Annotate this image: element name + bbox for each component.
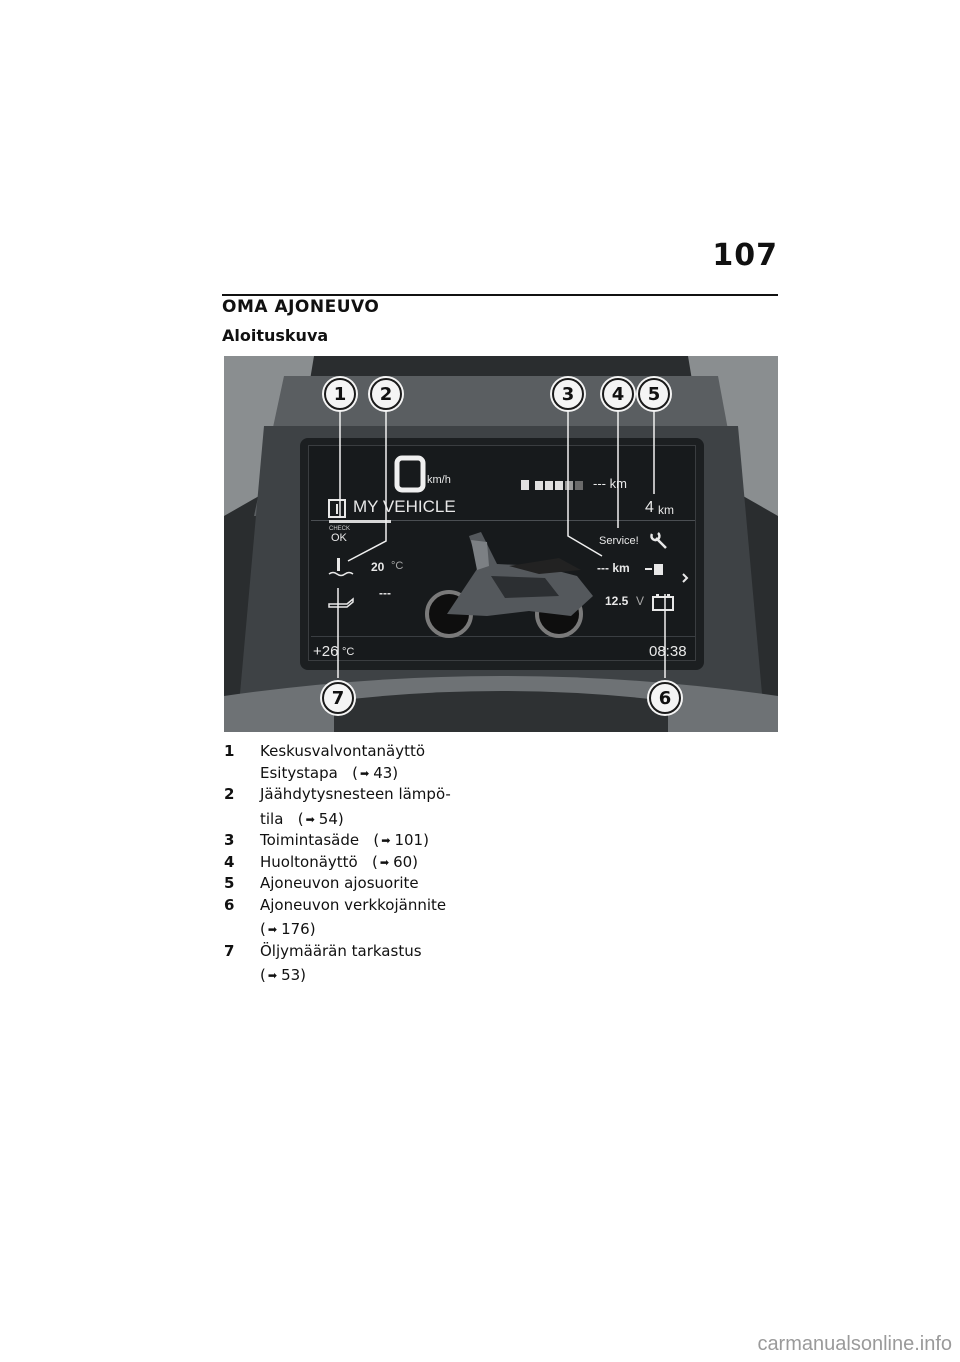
page-reference-arrow-icon: ➡ xyxy=(267,969,278,982)
callout-1: 1 xyxy=(324,378,356,410)
instrument-screen: km/h --- km MY VEHICLE CHECK OK 4 km Ser… xyxy=(308,445,696,661)
voltage-value: 12.5 xyxy=(605,594,629,608)
legend-number: 3 xyxy=(224,831,235,849)
legend-item: 6 Ajoneuvon verkkojännite (➡176) xyxy=(224,895,524,941)
service-label: Service! xyxy=(599,535,639,547)
legend-number: 1 xyxy=(224,742,235,760)
page-reference-arrow-icon: ➡ xyxy=(359,766,370,780)
legend-item: 7 Öljymäärän tarkastus (➡53) xyxy=(224,941,524,987)
page-number: 107 xyxy=(712,238,778,273)
ambient-unit: °C xyxy=(342,646,355,658)
fuel-range: --- km xyxy=(593,476,627,491)
section-title: OMA AJONEUVO xyxy=(222,297,380,317)
legend-label: Keskusvalvontanäyttö xyxy=(260,742,426,760)
legend-label: Toimintasäde xyxy=(260,831,360,849)
legend-number: 6 xyxy=(224,895,235,914)
coolant-unit: °C xyxy=(391,560,404,572)
legend-label: Öljymäärän tarkastus xyxy=(260,941,422,960)
legend-number: 4 xyxy=(224,852,235,871)
callout-5: 5 xyxy=(638,378,670,410)
legend-label: tila xyxy=(260,809,284,828)
subsection-title: Aloituskuva xyxy=(222,326,329,345)
figure-legend: 1 Keskusvalvontanäyttö Esitystapa (➡43) … xyxy=(224,741,524,987)
legend-label: Esitystapa xyxy=(260,763,338,782)
page-reference[interactable]: 60) xyxy=(393,852,419,871)
page-reference-arrow-icon: ➡ xyxy=(305,812,315,826)
callout-3: 3 xyxy=(552,378,584,410)
page-reference-arrow-icon: ➡ xyxy=(379,855,390,869)
legend-item: 1 Keskusvalvontanäyttö Esitystapa (➡43) xyxy=(224,741,524,784)
legend-item: 3 Toimintasäde (➡101) xyxy=(224,830,524,852)
legend-label: Huoltonäyttö xyxy=(260,852,358,871)
callout-6: 6 xyxy=(649,682,681,714)
section-divider xyxy=(222,294,778,296)
legend-number: 2 xyxy=(224,785,235,803)
page-reference[interactable]: 53) xyxy=(281,966,307,984)
page-reference[interactable]: 54) xyxy=(318,809,344,828)
callout-4: 4 xyxy=(602,378,634,410)
range-value: --- km xyxy=(597,561,630,575)
page-reference-arrow-icon: ➡ xyxy=(267,923,278,936)
oil-value: --- xyxy=(379,586,391,600)
screen-graphics xyxy=(311,455,695,638)
page-reference[interactable]: 176) xyxy=(281,920,316,938)
voltage-unit: V xyxy=(636,594,645,608)
ambient-temp: +26 xyxy=(313,643,339,660)
legend-label: Ajoneuvon verkkojännite xyxy=(260,895,447,914)
watermark: carmanualsonline.info xyxy=(757,1333,952,1355)
callout-2: 2 xyxy=(370,378,402,410)
legend-label: Jäähdytysnesteen lämpö- xyxy=(260,785,451,803)
dashboard-figure: km/h --- km MY VEHICLE CHECK OK 4 km Ser… xyxy=(224,356,778,732)
legend-item: 2 Jäähdytysnesteen lämpö- tila (➡54) xyxy=(224,784,524,830)
check-label: CHECK xyxy=(329,526,351,532)
coolant-value: 20 xyxy=(371,560,385,574)
callout-7: 7 xyxy=(322,682,354,714)
legend-item: 4 Huoltonäyttö (➡60) xyxy=(224,852,524,874)
trip-unit: km xyxy=(658,503,674,517)
page-reference[interactable]: 101) xyxy=(394,831,429,849)
page-reference-arrow-icon: ➡ xyxy=(381,834,391,847)
legend-item: 5 Ajoneuvon ajosuorite xyxy=(224,873,524,895)
page-reference[interactable]: 43) xyxy=(373,763,399,782)
check-status: OK xyxy=(331,532,347,544)
legend-number: 5 xyxy=(224,874,235,892)
info-label: MY VEHICLE xyxy=(353,497,456,516)
legend-number: 7 xyxy=(224,941,235,960)
speed-unit: km/h xyxy=(427,474,451,486)
clock: 08:38 xyxy=(649,643,687,660)
trip-value: 4 xyxy=(645,499,654,516)
legend-label: Ajoneuvon ajosuorite xyxy=(260,874,419,892)
